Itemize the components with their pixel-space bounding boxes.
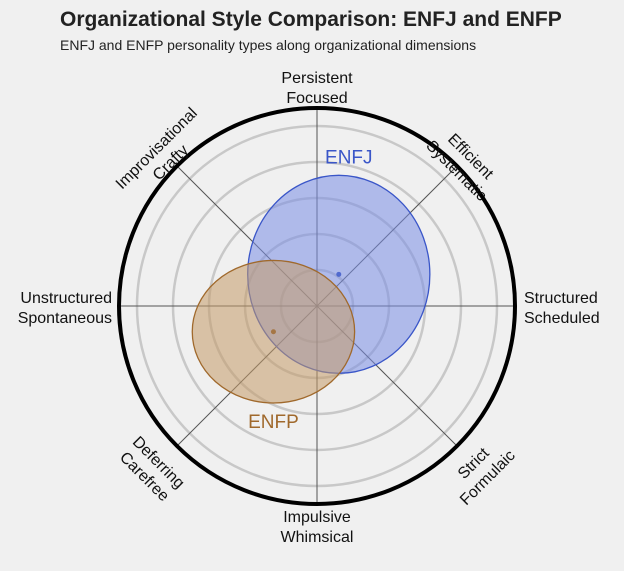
chart-subtitle: ENFJ and ENFP personality types along or… <box>60 37 477 53</box>
axis-label-top-right: EfficientSystematic <box>422 123 503 204</box>
series-enfp-center-point <box>270 329 276 335</box>
axis-label-bottom-right: StrictFormulaic <box>443 433 519 509</box>
series-enfj-label: ENFJ <box>325 147 373 168</box>
chart-title: Organizational Style Comparison: ENFJ an… <box>60 8 562 31</box>
axis-label-top-left: ImprovisationalCrafty <box>113 105 215 207</box>
series-enfj-center-point <box>336 271 342 277</box>
series-enfp-label: ENFP <box>248 412 299 433</box>
outer-ring <box>117 106 517 506</box>
